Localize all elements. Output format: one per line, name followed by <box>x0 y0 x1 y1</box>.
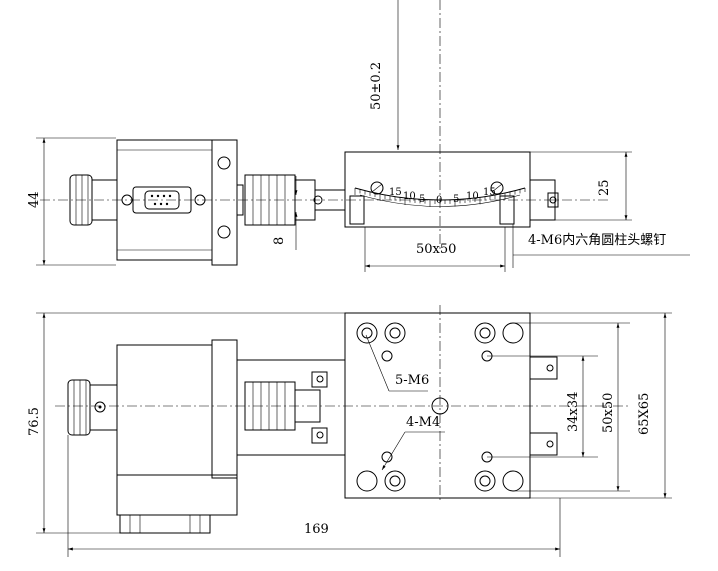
dim-50x50-side-label: 50x50 <box>601 393 616 433</box>
scale-label: 15 <box>389 187 402 198</box>
dim-25: 25 <box>530 151 632 221</box>
callout-5-m6-label: 5-M6 <box>395 373 429 388</box>
coupling <box>236 174 346 226</box>
scale-label: 5 <box>419 194 425 205</box>
callout-m6-screws: 4-M6内六角圆柱头螺钉 <box>512 224 690 268</box>
dim-34x34: 34x34 <box>487 355 598 458</box>
scale-ticks <box>354 188 526 207</box>
front-view: 15 10 5 0 5 10 15 44 <box>27 0 690 272</box>
motor-body-top <box>116 339 238 534</box>
dim-65x65-label: 65X65 <box>637 393 652 435</box>
dim-44-label: 44 <box>27 191 42 208</box>
cable-plug-top <box>67 379 118 436</box>
dim-travel-label: 50±0.2 <box>369 62 384 110</box>
dim-travel: 50±0.2 <box>369 0 400 150</box>
dim-169-label: 169 <box>304 522 329 537</box>
scale-label: 15 <box>483 187 496 198</box>
dim-8: 8 <box>272 176 298 250</box>
dim-76-5: 76.5 <box>27 312 345 534</box>
end-cap <box>529 179 559 221</box>
dim-65x65: 65X65 <box>530 312 672 499</box>
dim-8-label: 8 <box>272 237 287 245</box>
rotary-table: 15 10 5 0 5 10 15 <box>344 151 531 228</box>
table-plate <box>344 312 558 499</box>
dim-44: 44 <box>27 137 116 266</box>
dim-76-5-label: 76.5 <box>27 407 42 436</box>
dim-50x50-top-label: 50x50 <box>416 242 456 257</box>
callout-4-m4-label: 4-M4 <box>406 415 440 430</box>
top-view: 5-M6 4-M4 76.5 169 34x34 <box>27 305 672 557</box>
dim-25-label: 25 <box>597 179 612 196</box>
callout-4-m4: 4-M4 <box>381 415 445 471</box>
dim-34x34-label: 34x34 <box>566 392 581 432</box>
scale-label: 0 <box>436 195 442 206</box>
scale-label: 5 <box>453 194 459 205</box>
callout-m6-screws-label: 4-M6内六角圆柱头螺钉 <box>528 232 666 248</box>
dim-50x50-side: 50x50 <box>513 322 630 492</box>
dim-50x50-top: 50x50 <box>364 227 506 272</box>
dim-169: 169 <box>67 435 561 557</box>
scale-label: 10 <box>403 191 416 202</box>
callout-5-m6: 5-M6 <box>365 334 429 392</box>
coupling-top <box>236 359 346 456</box>
motor-body <box>116 139 238 266</box>
scale-label: 10 <box>466 191 479 202</box>
